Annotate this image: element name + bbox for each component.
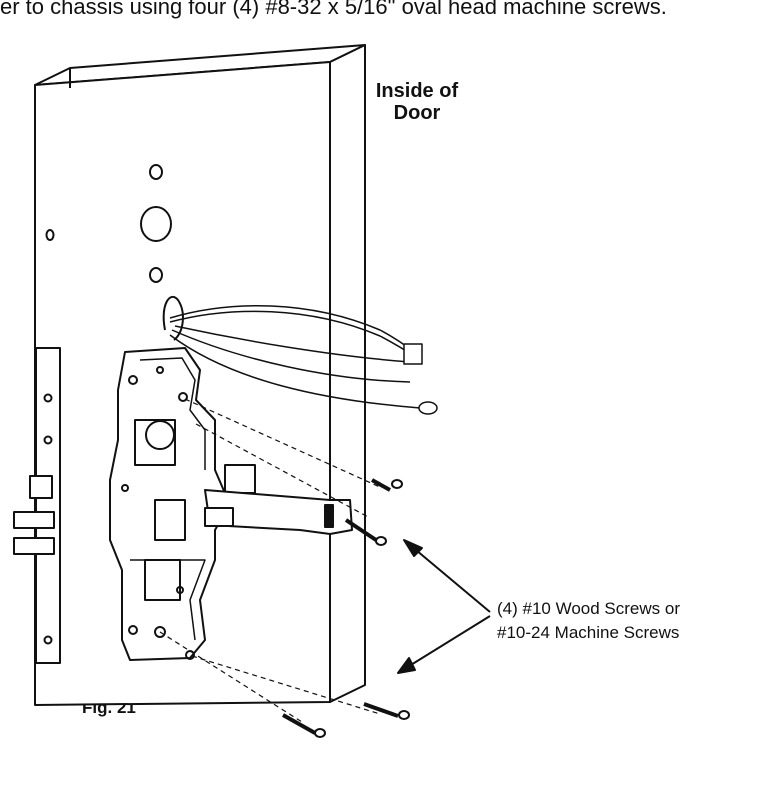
- inside-label-line1: Inside of: [375, 80, 459, 102]
- edge-hole: [45, 229, 55, 241]
- screw-4: [282, 713, 326, 738]
- arrows: [397, 539, 491, 674]
- screw-1: [371, 478, 403, 492]
- lever-arm: [204, 489, 353, 535]
- screw-guide-lines: [159, 398, 383, 723]
- screws-label-line2: #10-24 Machine Screws: [497, 623, 680, 642]
- inside-label-line2: Door: [393, 102, 441, 124]
- faceplate: [13, 347, 61, 664]
- inside-of-door-label: Inside of Door: [362, 80, 472, 124]
- screw-2: [344, 518, 387, 546]
- cylinder-hole: [140, 206, 172, 242]
- instruction-text: er to chassis using four (4) #8-32 x 5/1…: [0, 0, 667, 19]
- hole-middle: [149, 267, 163, 283]
- wire-hole: [162, 295, 184, 341]
- wire-harness: [169, 305, 438, 415]
- screws-label-line1: (4) #10 Wood Screws or: [497, 599, 680, 618]
- hole-top: [149, 164, 163, 180]
- screws-label: (4) #10 Wood Screws or #10-24 Machine Sc…: [497, 597, 680, 645]
- screw-3: [363, 702, 410, 720]
